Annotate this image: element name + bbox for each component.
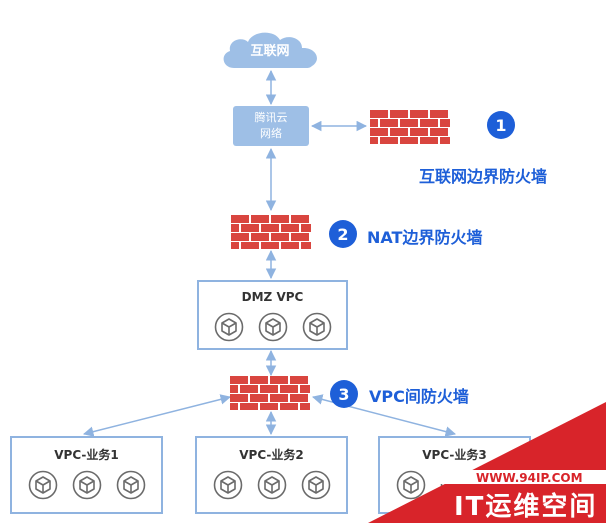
firewall-brick xyxy=(231,215,249,223)
instance-icon xyxy=(258,312,288,342)
instance-icon xyxy=(302,312,332,342)
firewall-brick xyxy=(230,376,248,384)
firewall-brick xyxy=(281,242,299,249)
firewall-brick xyxy=(281,224,299,232)
watermark-url: WWW.94IP.COM xyxy=(476,471,583,485)
firewall-brick xyxy=(410,110,428,118)
firewall-brick xyxy=(261,224,279,232)
firewall-brick xyxy=(291,215,309,223)
firewall-brick xyxy=(230,403,238,410)
firewall-brick xyxy=(241,242,259,249)
instance-icon xyxy=(257,470,287,500)
firewall-brick xyxy=(440,137,450,144)
business-vpc-2-box: VPC-业务2 xyxy=(195,436,348,514)
firewall-brick xyxy=(231,233,249,241)
internet-label: 互联网 xyxy=(250,44,290,59)
firewall-brick xyxy=(260,403,278,410)
firewall-brick xyxy=(430,110,448,118)
firewall-3-icon xyxy=(230,376,310,410)
firewall-brick xyxy=(270,376,288,384)
firewall-brick xyxy=(240,403,258,410)
cloud-icon xyxy=(223,32,317,68)
firewall-brick xyxy=(300,403,310,410)
firewall-3-badge: 3 xyxy=(330,380,358,408)
firewall-brick xyxy=(300,385,310,393)
firewall-brick xyxy=(400,137,418,144)
firewall-2-icon xyxy=(231,215,311,249)
firewall-brick xyxy=(251,215,269,223)
business-vpc-1-instance-row xyxy=(12,470,161,500)
instance-icon xyxy=(214,312,244,342)
dmz-vpc-box: DMZ VPC xyxy=(197,280,348,350)
firewall-3-label: VPC间防火墙 xyxy=(369,387,469,406)
firewall-brick xyxy=(430,128,448,136)
firewall-brick xyxy=(271,233,289,241)
firewall-brick xyxy=(390,128,408,136)
firewall-brick xyxy=(240,385,258,393)
firewall-brick xyxy=(271,215,289,223)
firewall-brick xyxy=(280,403,298,410)
firewall-brick xyxy=(370,119,378,127)
firewall-brick xyxy=(390,110,408,118)
firewall-brick xyxy=(230,394,248,402)
firewall-brick xyxy=(370,137,378,144)
firewall-2-label: NAT边界防火墙 xyxy=(367,228,483,247)
tencent-network-line2: 网络 xyxy=(260,127,282,140)
firewall-brick xyxy=(261,242,279,249)
firewall-brick xyxy=(231,224,239,232)
firewall-brick xyxy=(410,128,428,136)
firewall-2-badge: 2 xyxy=(329,220,357,248)
instance-icon xyxy=(72,470,102,500)
instance-icon xyxy=(301,470,331,500)
dmz-vpc-title: DMZ VPC xyxy=(241,290,304,304)
firewall-1-icon xyxy=(370,110,450,144)
business-vpc-2-title: VPC-业务2 xyxy=(239,448,304,462)
firewall-brick xyxy=(420,137,438,144)
firewall-brick xyxy=(270,394,288,402)
firewall-brick xyxy=(400,119,418,127)
instance-icon xyxy=(116,470,146,500)
firewall-brick xyxy=(290,376,308,384)
business-vpc-2-instance-row xyxy=(197,470,346,500)
watermark-brand: IT运维空间 xyxy=(454,492,598,522)
firewall-brick xyxy=(280,385,298,393)
instance-icon xyxy=(396,470,426,500)
dmz-instance-row xyxy=(199,312,346,342)
firewall-brick xyxy=(420,119,438,127)
business-vpc-1-title: VPC-业务1 xyxy=(54,448,119,462)
firewall-1-badge: 1 xyxy=(487,111,515,139)
firewall-brick xyxy=(230,385,238,393)
firewall-brick xyxy=(231,242,239,249)
tencent-network-node: 腾讯云 网络 xyxy=(233,106,309,146)
firewall-brick xyxy=(251,233,269,241)
firewall-brick xyxy=(301,224,311,232)
firewall-brick xyxy=(260,385,278,393)
business-vpc-3-title: VPC-业务3 xyxy=(422,448,487,462)
firewall-brick xyxy=(380,119,398,127)
firewall-brick xyxy=(370,128,388,136)
firewall-brick xyxy=(291,233,309,241)
business-vpc-1-box: VPC-业务1 xyxy=(10,436,163,514)
firewall-brick xyxy=(440,119,450,127)
firewall-brick xyxy=(370,110,388,118)
firewall-brick xyxy=(250,394,268,402)
firewall-1-label: 互联网边界防火墙 xyxy=(419,167,548,186)
instance-icon xyxy=(213,470,243,500)
firewall-brick xyxy=(301,242,311,249)
tencent-network-line1: 腾讯云 xyxy=(254,111,288,124)
firewall-brick xyxy=(250,376,268,384)
firewall-brick xyxy=(290,394,308,402)
firewall-brick xyxy=(380,137,398,144)
firewall-brick xyxy=(241,224,259,232)
instance-icon xyxy=(28,470,58,500)
link-fw3-vpc1 xyxy=(82,394,232,437)
